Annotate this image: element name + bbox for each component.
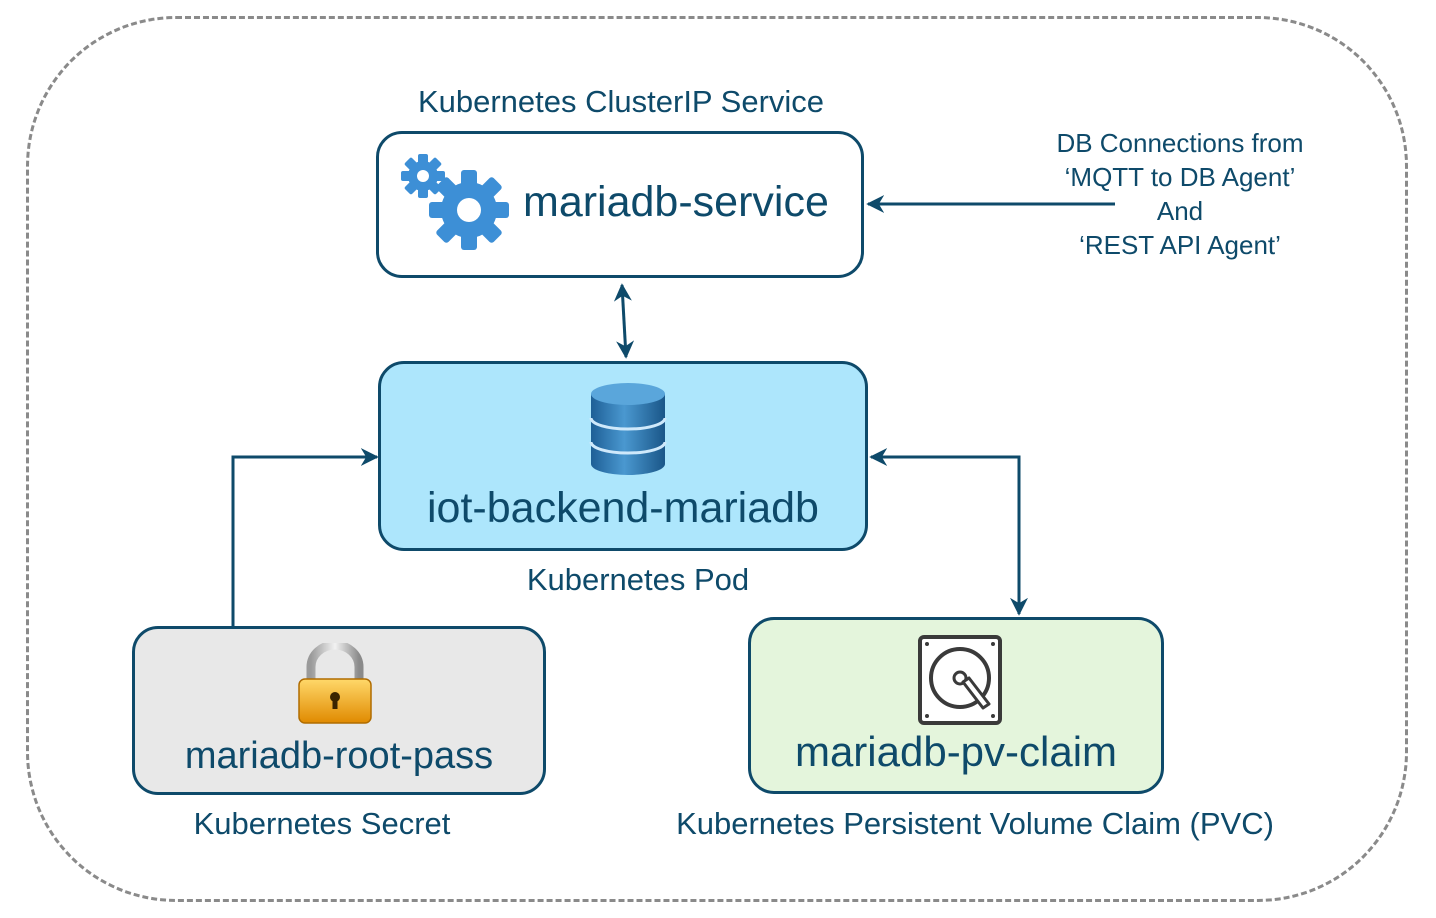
pvc-name: mariadb-pv-claim (794, 728, 1118, 775)
pod-name: iot-backend-mariadb (427, 484, 819, 532)
gears-icon (401, 154, 509, 250)
secret-name: mariadb-root-pass (184, 735, 494, 777)
secret-caption: Kubernetes Secret (193, 806, 451, 841)
secret-to-pod-arrow (231, 448, 379, 626)
database-icon (589, 383, 667, 475)
service-box: mariadb-service (376, 131, 864, 278)
connections-note-line3: And (1156, 196, 1204, 226)
connections-note-line1: DB Connections from (1056, 128, 1304, 158)
connections-note: DB Connections from ‘MQTT to DB Agent’ A… (1000, 126, 1360, 262)
connections-note-line2: ‘MQTT to DB Agent’ (1064, 162, 1296, 192)
pvc-box: mariadb-pv-claim (748, 617, 1164, 794)
hard-disk-icon (918, 635, 1002, 725)
pod-caption: Kubernetes Pod (526, 562, 750, 597)
pod-pvc-arrow (869, 448, 1028, 616)
pvc-caption: Kubernetes Persistent Volume Claim (PVC) (676, 806, 1274, 841)
cluster-boundary (26, 16, 1408, 902)
pod-box: iot-backend-mariadb (378, 361, 868, 551)
service-pod-arrow (613, 283, 635, 359)
service-caption: Kubernetes ClusterIP Service (417, 84, 825, 119)
padlock-icon (298, 643, 372, 724)
secret-box: mariadb-root-pass (132, 626, 546, 795)
connections-note-line4: ‘REST API Agent’ (1079, 230, 1281, 260)
service-name: mariadb-service (523, 178, 829, 226)
